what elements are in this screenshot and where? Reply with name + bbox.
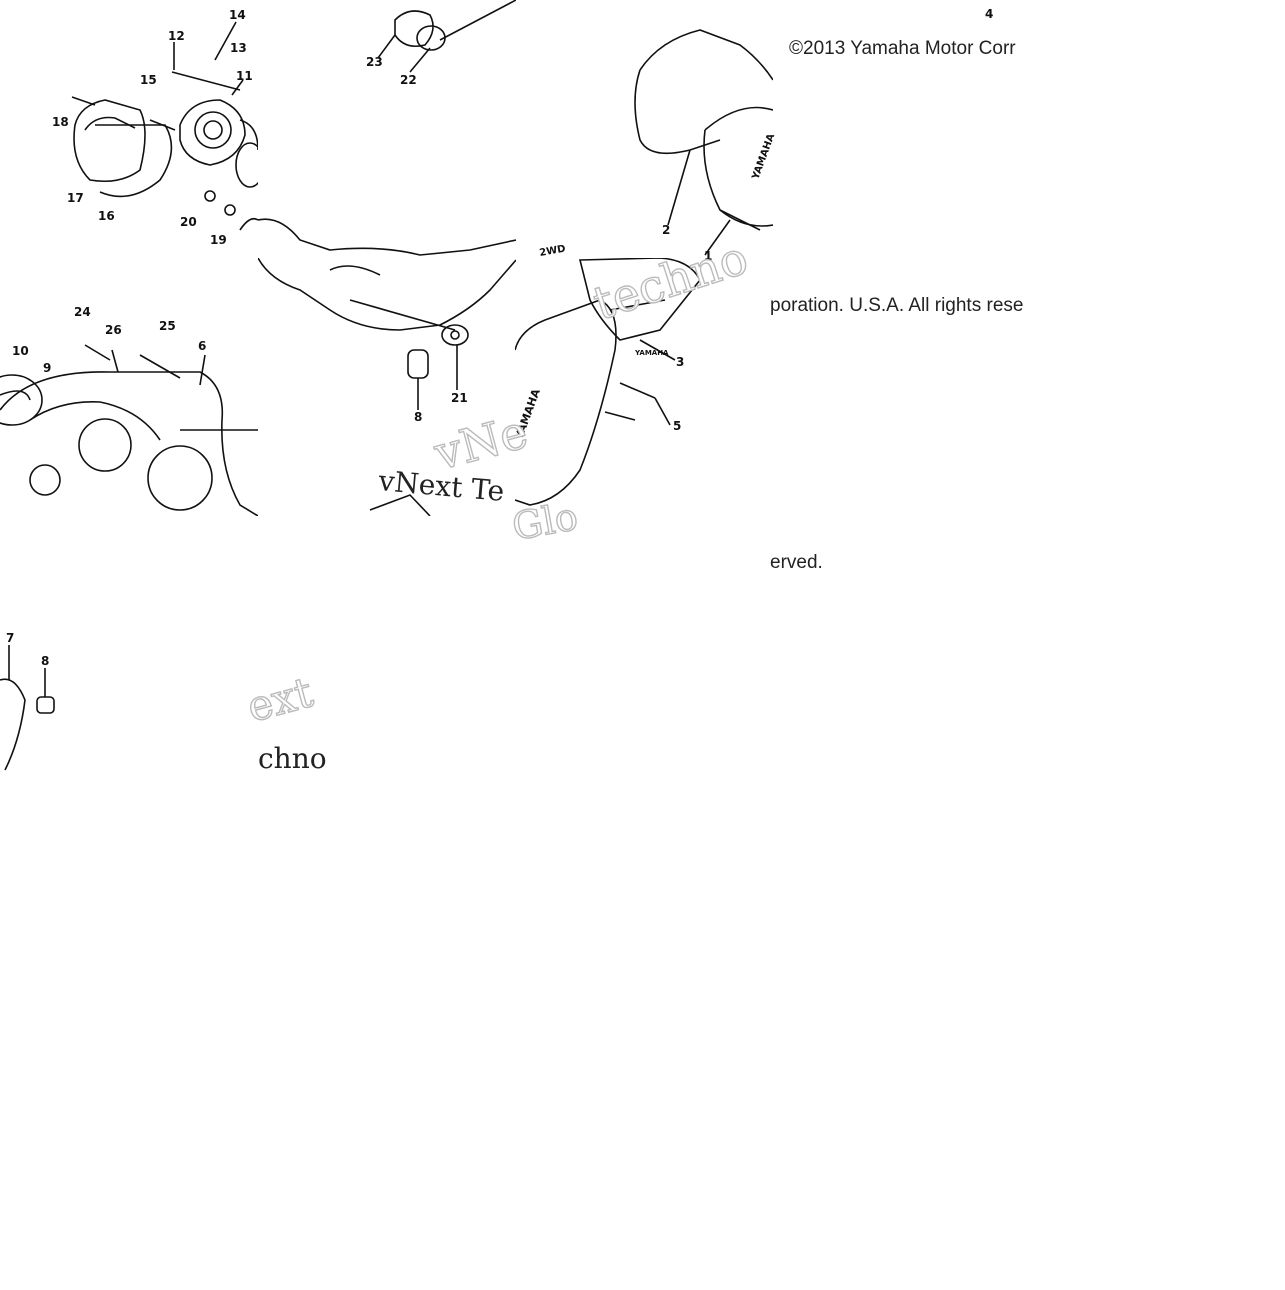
callout-6: 6 (198, 339, 206, 353)
left-crankcase-group (0, 344, 258, 516)
cover-gasket-group (634, 29, 773, 256)
callout-9: 9 (43, 361, 51, 375)
callout-16: 16 (98, 209, 115, 223)
right-cover-group (515, 258, 701, 506)
callout-24: 24 (74, 305, 91, 319)
watermark-chno: chno (258, 742, 327, 775)
watermark-techno: techno (587, 230, 754, 330)
callout-3: 3 (676, 355, 684, 369)
callout-12: 12 (168, 29, 185, 43)
callout-20: 20 (180, 215, 197, 229)
callout-26: 26 (105, 323, 122, 337)
callout-11: 11 (236, 69, 253, 83)
pump-cover-group (71, 21, 258, 231)
center-case-group (258, 258, 516, 516)
callout-15: 15 (140, 73, 157, 87)
copyright-line-1: ©2013 Yamaha Motor Corr (789, 38, 1016, 59)
callout-22: 22 (400, 73, 417, 87)
callout-1: 1 (704, 249, 712, 263)
callout-8b: 8 (414, 410, 422, 424)
callout-17: 17 (67, 191, 84, 205)
mark-yamaha-plate: YAMAHA (634, 349, 669, 357)
crankcase-upper-group (258, 0, 516, 256)
callout-5: 5 (673, 419, 681, 433)
callout-23: 23 (366, 55, 383, 69)
watermark-vne: vNe (428, 404, 533, 481)
callout-10: 10 (12, 344, 29, 358)
callout-19: 19 (210, 233, 227, 247)
copyright-line-2: poration. U.S.A. All rights rese (770, 295, 1024, 316)
callout-21: 21 (451, 391, 468, 405)
callout-25: 25 (159, 319, 176, 333)
callout-18: 18 (52, 115, 69, 129)
callout-7: 7 (6, 631, 14, 645)
lower-gasket-group (0, 645, 55, 771)
callout-8a: 8 (41, 654, 49, 668)
callout-14: 14 (229, 8, 246, 22)
mark-yamaha-case: YAMAHA (750, 132, 777, 182)
watermark-ext: ext (242, 667, 318, 731)
callout-labels: 1 2 3 4 5 6 7 8 8 9 10 11 12 13 14 15 16… (6, 7, 993, 668)
callout-4: 4 (985, 7, 993, 21)
copyright-line-3: erved. (770, 552, 823, 573)
mark-2wd: 2WD (539, 244, 567, 259)
callout-2: 2 (662, 223, 670, 237)
watermark: vNext Te chno ext techno vNe Glo (241, 229, 755, 775)
callout-13: 13 (230, 41, 247, 55)
